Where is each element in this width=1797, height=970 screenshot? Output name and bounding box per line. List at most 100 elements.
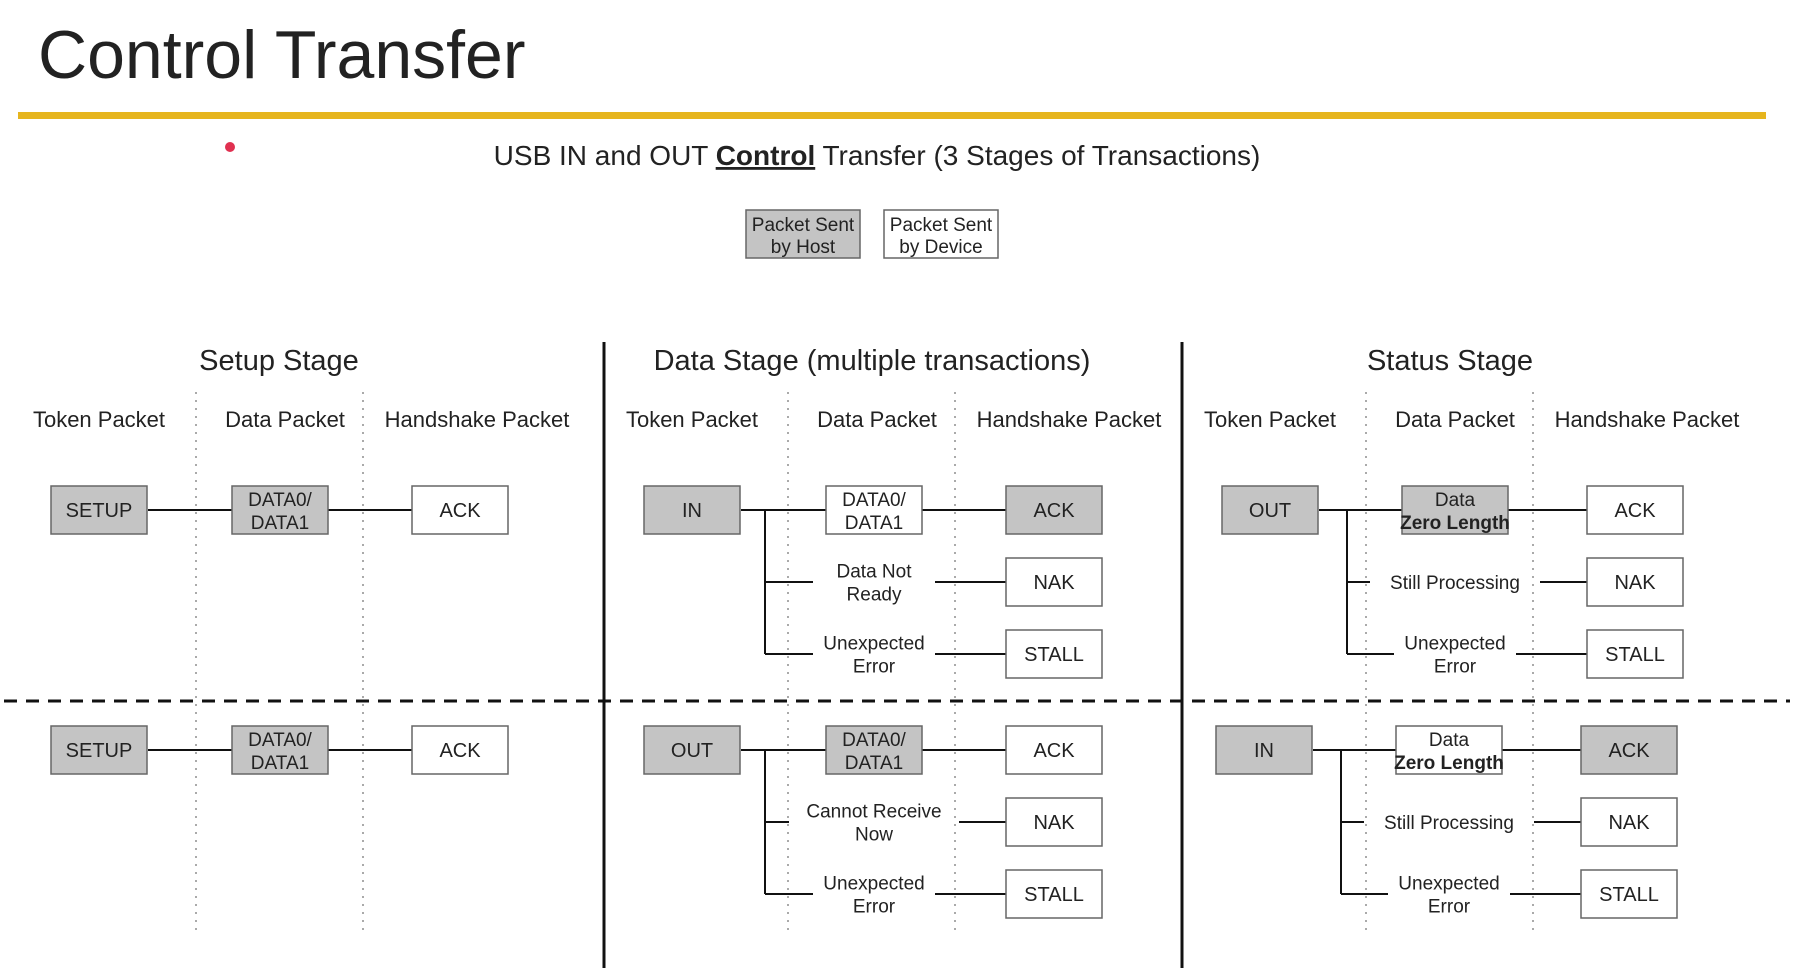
data-handshake-box-label: STALL — [1024, 644, 1084, 666]
data-col-handshake: Handshake Packet — [977, 407, 1162, 432]
setup-col-data: Data Packet — [225, 407, 345, 432]
status-condition-label: Still Processing — [1390, 573, 1520, 594]
setup-data-box-label: DATA1 — [251, 513, 309, 534]
setup-data-box-label: DATA1 — [251, 753, 309, 774]
status-handshake-box — [1580, 725, 1678, 775]
status-handshake-box-label: NAK — [1614, 572, 1656, 594]
data-data-box-label: DATA1 — [845, 513, 903, 534]
data-handshake-box — [1005, 557, 1103, 607]
stage-title-setup: Setup Stage — [199, 345, 359, 377]
title-underline — [18, 112, 1766, 119]
setup-handshake-box — [411, 485, 509, 535]
data-condition-label: Error — [853, 897, 896, 918]
setup-handshake-box-label: ACK — [439, 740, 481, 762]
setup-token-box — [50, 725, 148, 775]
data-handshake-box-label: ACK — [1033, 740, 1075, 762]
data-data-box — [825, 725, 923, 775]
stage-title-data: Data Stage (multiple transactions) — [654, 345, 1091, 377]
stage-title-status: Status Stage — [1367, 345, 1533, 377]
status-handshake-box-label: NAK — [1608, 812, 1650, 834]
data-token-box-label: IN — [682, 500, 702, 522]
data-handshake-box-label: NAK — [1033, 572, 1075, 594]
subtitle-prefix: USB IN and OUT — [494, 140, 716, 171]
status-handshake-box — [1586, 485, 1684, 535]
status-data-box — [1401, 485, 1509, 535]
status-data-box-label: Data — [1435, 490, 1476, 511]
data-token-box-label: OUT — [671, 740, 713, 762]
legend-host-swatch — [745, 209, 861, 259]
status-condition-label: Error — [1428, 897, 1471, 918]
diagram-subtitle: USB IN and OUT Control Transfer (3 Stage… — [494, 140, 1261, 171]
subtitle-emphasis: Control — [716, 140, 816, 171]
setup-token-box-label: SETUP — [66, 500, 133, 522]
status-handshake-box — [1586, 629, 1684, 679]
data-handshake-box — [1005, 797, 1103, 847]
data-handshake-box — [1005, 869, 1103, 919]
setup-data-box — [231, 485, 329, 535]
data-condition-label: Ready — [847, 585, 902, 606]
status-data-box-label: Zero Length — [1400, 513, 1510, 534]
data-data-box-label: DATA0/ — [842, 490, 906, 511]
status-handshake-box — [1586, 557, 1684, 607]
subtitle-suffix: Transfer (3 Stages of Transactions) — [815, 140, 1260, 171]
data-condition-label: Now — [855, 825, 893, 846]
data-data-box — [825, 485, 923, 535]
column-guides — [195, 392, 1534, 932]
status-token-box — [1221, 485, 1319, 535]
data-data-box-label: DATA1 — [845, 753, 903, 774]
setup-handshake-box — [411, 725, 509, 775]
status-token-box — [1215, 725, 1313, 775]
setup-data-box-label: DATA0/ — [248, 730, 312, 751]
status-data-box-label: Zero Length — [1394, 753, 1504, 774]
setup-data-box — [231, 725, 329, 775]
data-condition-label: Error — [853, 657, 896, 678]
status-col-data: Data Packet — [1395, 407, 1515, 432]
setup-col-token: Token Packet — [33, 407, 165, 432]
status-condition-label: Error — [1434, 657, 1477, 678]
status-handshake-box — [1580, 797, 1678, 847]
status-col-handshake: Handshake Packet — [1555, 407, 1740, 432]
legend-device-label-1: Packet Sent — [890, 215, 993, 236]
setup-data-box-label: DATA0/ — [248, 490, 312, 511]
data-col-data: Data Packet — [817, 407, 937, 432]
data-token-box — [643, 485, 741, 535]
status-condition-label: Unexpected — [1398, 874, 1499, 895]
data-condition-label: Cannot Receive — [806, 802, 941, 823]
page-title: Control Transfer — [38, 17, 526, 93]
status-condition-label: Unexpected — [1404, 634, 1505, 655]
data-col-token: Token Packet — [626, 407, 758, 432]
status-data-box-label: Data — [1429, 730, 1470, 751]
status-handshake-box-label: STALL — [1605, 644, 1665, 666]
status-token-box-label: IN — [1254, 740, 1274, 762]
status-col-token: Token Packet — [1204, 407, 1336, 432]
setup-handshake-box-label: ACK — [439, 500, 481, 522]
data-handshake-box-label: NAK — [1033, 812, 1075, 834]
pointer-dot — [225, 142, 235, 152]
data-condition-label: Unexpected — [823, 634, 924, 655]
data-handshake-box — [1005, 485, 1103, 535]
status-handshake-box — [1580, 869, 1678, 919]
status-condition-label: Still Processing — [1384, 813, 1514, 834]
data-data-box-label: DATA0/ — [842, 730, 906, 751]
status-handshake-box-label: ACK — [1608, 740, 1650, 762]
setup-token-box-label: SETUP — [66, 740, 133, 762]
data-condition-label: Data Not — [837, 562, 913, 583]
legend-device-label-2: by Device — [899, 237, 982, 258]
status-handshake-box-label: ACK — [1614, 500, 1656, 522]
status-handshake-box-label: STALL — [1599, 884, 1659, 906]
setup-token-box — [50, 485, 148, 535]
legend-device-swatch — [883, 209, 999, 259]
legend-host-label-2: by Host — [771, 237, 836, 258]
status-data-box — [1395, 725, 1503, 775]
legend: Packet Sent by Host Packet Sent by Devic… — [745, 209, 999, 259]
data-handshake-box — [1005, 629, 1103, 679]
data-condition-label: Unexpected — [823, 874, 924, 895]
data-token-box — [643, 725, 741, 775]
data-handshake-box — [1005, 725, 1103, 775]
data-handshake-box-label: ACK — [1033, 500, 1075, 522]
data-handshake-box-label: STALL — [1024, 884, 1084, 906]
legend-host-label-1: Packet Sent — [752, 215, 855, 236]
setup-col-handshake: Handshake Packet — [385, 407, 570, 432]
